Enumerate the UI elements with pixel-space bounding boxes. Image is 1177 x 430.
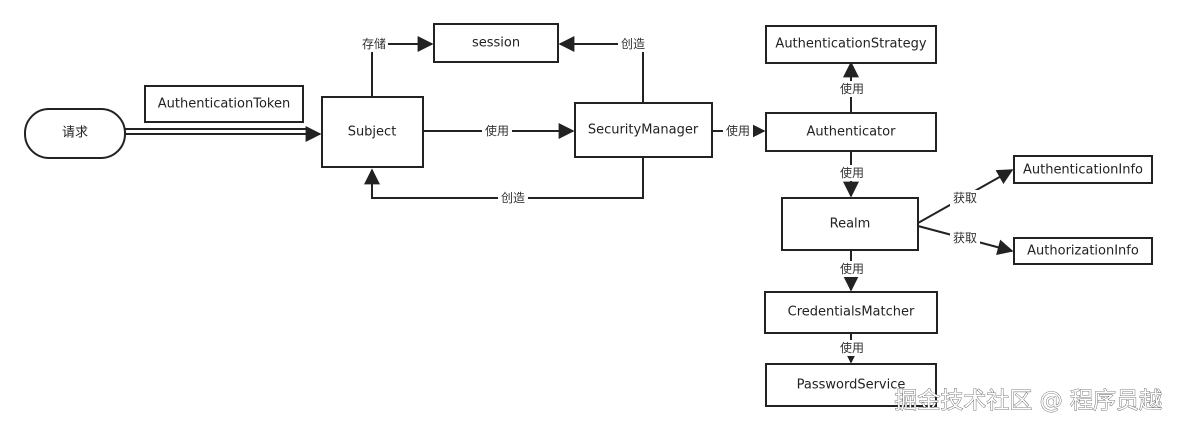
edge-label-use-realm: 使用 bbox=[840, 165, 864, 180]
node-password-service-label: PasswordService bbox=[797, 378, 906, 393]
node-authentication-info-box[interactable] bbox=[1013, 155, 1153, 184]
node-authorization-info-label: AuthorizationInfo bbox=[1027, 244, 1139, 259]
edge-label-get-authentication-info: 获取 bbox=[953, 191, 977, 205]
node-session-box[interactable] bbox=[433, 23, 559, 63]
node-authenticator-label: Authenticator bbox=[807, 125, 897, 140]
node-session-label: session bbox=[472, 36, 520, 51]
edge-label-get-authorization-info: 获取 bbox=[953, 231, 977, 245]
node-realm-label: Realm bbox=[830, 217, 871, 232]
node-request-label: 请求 bbox=[62, 126, 88, 141]
watermark: 掘金技术社区 @ 程序员越 bbox=[894, 388, 1162, 414]
edge-label-create-session: 创造 bbox=[621, 37, 645, 51]
node-credentials-matcher-label: CredentialsMatcher bbox=[788, 305, 915, 320]
edge-label-backgrounds bbox=[358, 36, 980, 356]
edge-label-use-password-service: 使用 bbox=[840, 340, 864, 355]
node-authentication-token-label: AuthenticationToken bbox=[158, 97, 290, 112]
edge-label-use-security-manager: 使用 bbox=[485, 123, 509, 138]
node-password-service-box[interactable] bbox=[765, 363, 937, 407]
edge-securitymanager-session bbox=[558, 36, 644, 103]
node-authentication-strategy-box[interactable] bbox=[765, 25, 937, 64]
node-credentials-matcher-box[interactable] bbox=[764, 291, 938, 334]
node-subject-box[interactable] bbox=[321, 96, 424, 168]
node-authentication-token-box[interactable] bbox=[144, 85, 304, 123]
edge-label-use-credentials-matcher: 使用 bbox=[840, 261, 864, 276]
node-subject-label: Subject bbox=[348, 125, 397, 140]
edge-label-use-authenticator: 使用 bbox=[726, 123, 750, 138]
node-authenticator-box[interactable] bbox=[765, 112, 937, 152]
node-realm-box[interactable] bbox=[781, 197, 919, 251]
edge-label-use-strategy: 使用 bbox=[840, 81, 864, 96]
nodes bbox=[24, 23, 1153, 407]
edge-label-store: 存储 bbox=[362, 36, 386, 51]
edge-labels: 存储 创造 使用 创造 使用 使用 使用 获取 获取 使用 使用 bbox=[362, 36, 977, 355]
node-request-box[interactable] bbox=[24, 108, 126, 159]
node-security-manager-label: SecurityManager bbox=[588, 123, 699, 138]
node-labels: 请求 AuthenticationToken Subject session S… bbox=[62, 36, 1143, 393]
node-authentication-info-label: AuthenticationInfo bbox=[1023, 163, 1143, 178]
node-authentication-strategy-label: AuthenticationStrategy bbox=[775, 37, 926, 52]
node-authorization-info-box[interactable] bbox=[1013, 237, 1153, 265]
edge-label-create-subject: 创造 bbox=[501, 191, 525, 205]
node-security-manager-box[interactable] bbox=[574, 102, 713, 158]
